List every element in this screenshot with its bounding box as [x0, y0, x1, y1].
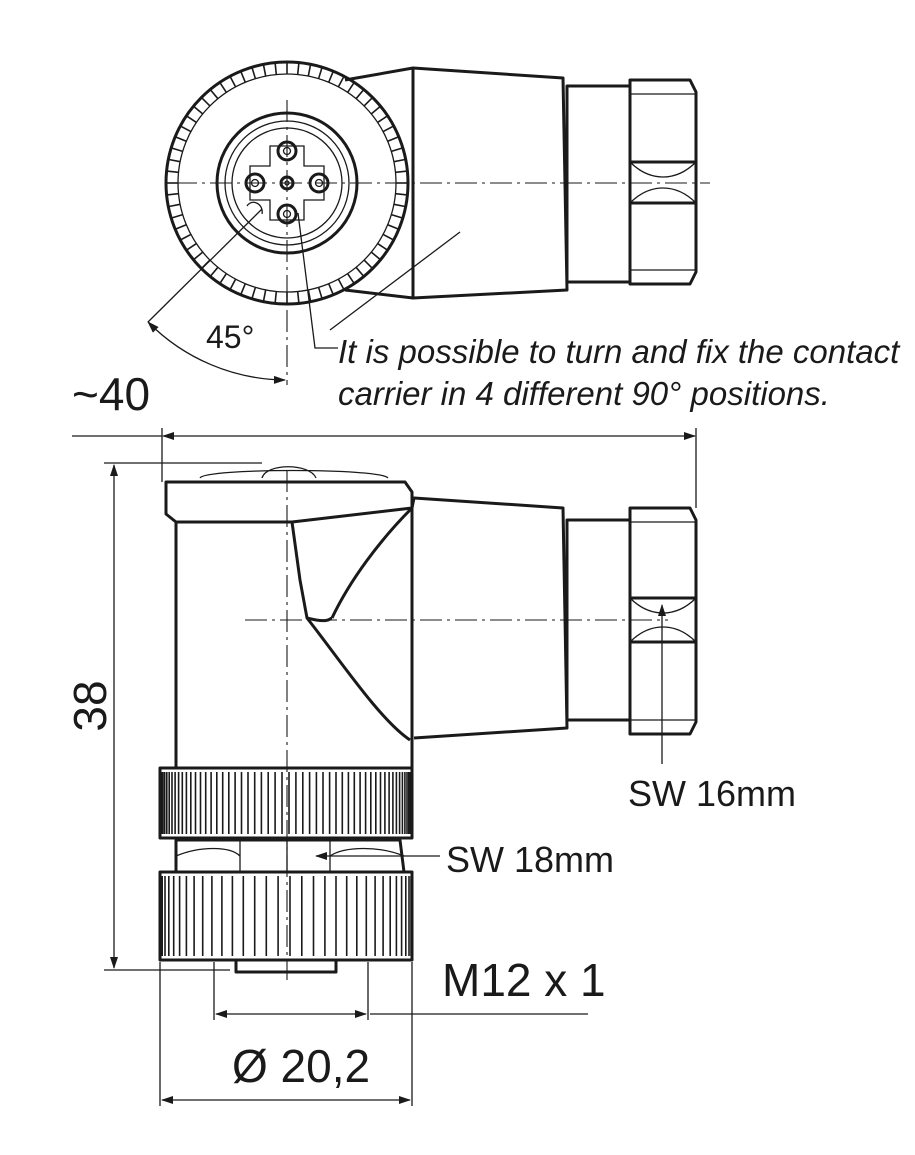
diameter-dimension: [159, 962, 413, 1106]
side-upper-knurl: [158, 766, 414, 840]
top-hex-nut: [628, 78, 698, 286]
angle-leg-45: [147, 208, 263, 323]
note-line-1: It is possible to turn and fix the conta…: [338, 333, 901, 370]
side-lower-knurl: [158, 870, 414, 962]
thread-label: M12 x 1: [442, 954, 606, 1006]
diameter-label: Ø 20,2: [232, 1040, 370, 1092]
side-angled-body: [410, 496, 569, 740]
thread-dimension: [213, 962, 588, 1020]
side-hex-nut: [628, 506, 698, 736]
note-line-2: carrier in 4 different 90° positions.: [338, 375, 830, 412]
height-dimension: [104, 462, 262, 971]
sw16-label: SW 16mm: [628, 773, 796, 814]
sw18-label: SW 18mm: [446, 839, 614, 880]
length-label: ~40: [72, 368, 150, 420]
height-label: 38: [64, 680, 116, 731]
side-thread-stub: [234, 958, 338, 974]
length-dimension: [72, 428, 697, 508]
note-leader-line: [297, 212, 338, 349]
angle-label: 45°: [206, 319, 254, 355]
angle-arc: [147, 321, 286, 384]
top-view: [147, 60, 710, 385]
side-cap: [164, 480, 414, 524]
side-view: [158, 466, 698, 980]
angle-leg-diagonal: [329, 231, 461, 331]
